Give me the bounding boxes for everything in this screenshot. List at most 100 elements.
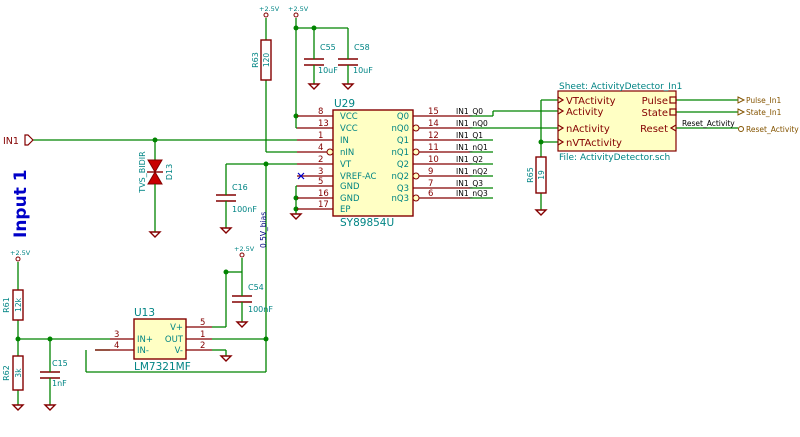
- svg-text:+2.5V: +2.5V: [234, 245, 255, 253]
- power-2v5-c54: +2.5V: [234, 245, 255, 258]
- svg-text:+2.5V: +2.5V: [288, 5, 309, 13]
- svg-text:R61: R61: [2, 297, 11, 313]
- net-label: IN1_Q1: [456, 131, 483, 140]
- r63-resistor[interactable]: 120 R63: [251, 39, 272, 81]
- svg-text:C54: C54: [248, 283, 264, 292]
- activity-detector-sheet[interactable]: Sheet: ActivityDetector_In1 File: Activi…: [557, 82, 682, 163]
- in1-global-label[interactable]: IN1: [3, 134, 34, 147]
- u29-pin-num: 17: [318, 200, 329, 210]
- u29-pin-7: 7Q3: [397, 179, 470, 194]
- u29-output-nets: IN1_Q0IN1_nQ0IN1_Q1IN1_nQ1IN1_Q2IN1_nQ2I…: [456, 107, 488, 198]
- u13-opamp[interactable]: U13 LM7321MF 3 IN+ 4 IN- 5 V+ 1 OUT 2 V-: [95, 307, 212, 373]
- power-2v5-r63: +2.5V: [259, 5, 280, 18]
- u29-pin-name: Q1: [397, 136, 409, 146]
- net-bias: 0.5V_bias: [259, 212, 268, 248]
- svg-text:+2.5V: +2.5V: [259, 5, 280, 13]
- u29-pin-num: 2: [318, 155, 323, 165]
- wires: [17, 18, 738, 405]
- r61-resistor[interactable]: 12k R61: [2, 289, 24, 321]
- u29-pin-name: GND: [340, 194, 360, 204]
- u29-pin-num: 8: [318, 107, 323, 117]
- svg-text:3: 3: [114, 330, 119, 340]
- net-label: IN1_Q0: [456, 107, 483, 116]
- c54-capacitor[interactable]: C54 100nF: [232, 283, 273, 314]
- u13-value: LM7321MF: [134, 361, 191, 373]
- svg-text:2: 2: [200, 341, 205, 351]
- svg-text:19: 19: [537, 170, 546, 180]
- label-state-in1: State_In1: [746, 108, 782, 117]
- c55-capacitor[interactable]: C55 10uF: [304, 43, 338, 75]
- u29-ref: U29: [334, 98, 355, 110]
- r62-resistor[interactable]: 3k R62: [2, 355, 24, 391]
- no-connect-mark: [297, 172, 305, 180]
- svg-text:100nF: 100nF: [232, 205, 257, 214]
- svg-text:1nF: 1nF: [52, 379, 67, 388]
- u29-pin-num: 3: [318, 167, 323, 177]
- power-symbols: +2.5V +2.5V +2.5V +2.5V: [10, 5, 309, 262]
- u29-pin-name: IN: [340, 136, 349, 146]
- r65-resistor[interactable]: 19 R65: [526, 156, 547, 194]
- u29-pin-num: 7: [428, 179, 433, 189]
- ground-symbols: [11, 83, 548, 411]
- net-label: IN1_nQ1: [456, 143, 488, 152]
- c16-capacitor[interactable]: C16 100nF: [216, 183, 257, 214]
- u29-pin-num: 12: [428, 131, 439, 141]
- sheet-pin-activity: Activity: [566, 107, 603, 118]
- svg-text:V+: V+: [170, 323, 183, 333]
- u29-pin-name: nQ3: [392, 194, 410, 204]
- svg-text:+2.5V: +2.5V: [10, 249, 31, 257]
- hier-labels: Pulse_In1 State_In1 Reset_Activity Reset…: [682, 96, 799, 134]
- svg-text:1: 1: [200, 330, 205, 340]
- net-label: IN1_Q2: [456, 155, 483, 164]
- u29-pin-name: Q2: [397, 160, 409, 170]
- u29-pin-num: 1: [318, 131, 323, 141]
- svg-text:10uF: 10uF: [318, 66, 338, 75]
- net-label: IN1_nQ3: [456, 189, 488, 198]
- svg-text:4: 4: [114, 341, 119, 351]
- sheet-left-pins: VTActivity Activity nActivity nVTActivit…: [557, 96, 622, 149]
- c58-capacitor[interactable]: C58 10uF: [338, 43, 373, 75]
- u29-pin-num: 10: [428, 155, 439, 165]
- svg-text:100nF: 100nF: [248, 305, 273, 314]
- sheet-pin-vtactivity: VTActivity: [566, 96, 616, 107]
- u29-pin-name: nIN: [340, 148, 354, 158]
- svg-text:3k: 3k: [14, 368, 23, 378]
- c15-capacitor[interactable]: C15 1nF: [40, 359, 68, 388]
- u29-pin-name: VT: [340, 160, 352, 170]
- u29-pin-name: Q0: [397, 112, 409, 122]
- u29-pin-name: Q3: [397, 184, 409, 194]
- u29-pin-name: nQ1: [392, 148, 410, 158]
- sheet-pin-pulse: Pulse: [642, 96, 668, 107]
- d13-tvs-diode[interactable]: D13 TVS_BIDIR: [138, 151, 174, 195]
- input-title: Input 1: [11, 169, 31, 238]
- sheet-pin-nvtactivity: nVTActivity: [566, 138, 622, 149]
- sheet-pin-reset: Reset: [640, 124, 668, 135]
- sheet-right-pins: Pulse State Reset: [640, 96, 677, 135]
- net-label: IN1_nQ0: [456, 119, 488, 128]
- u29-pin-name: nQ0: [392, 124, 410, 134]
- svg-text:C15: C15: [52, 359, 68, 368]
- svg-text:D13: D13: [165, 164, 174, 180]
- svg-text:R65: R65: [526, 167, 535, 183]
- u29-pin-num: 5: [318, 177, 323, 187]
- junctions: [15, 25, 544, 342]
- net-label: IN1_nQ2: [456, 167, 488, 176]
- svg-text:C16: C16: [232, 183, 248, 192]
- svg-text:V-: V-: [175, 346, 183, 356]
- sheet-pin-state: State: [642, 108, 668, 119]
- svg-text:OUT: OUT: [165, 335, 184, 345]
- u29-pin-num: 16: [318, 189, 329, 199]
